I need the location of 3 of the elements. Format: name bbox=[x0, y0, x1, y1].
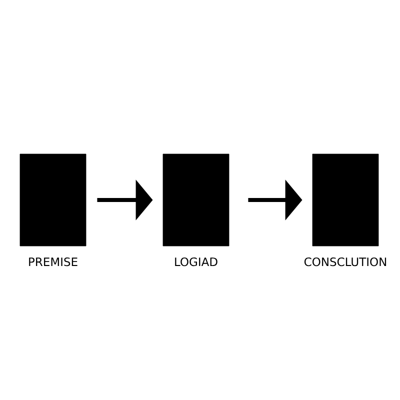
block-caption: CONSCLUTION bbox=[304, 257, 386, 266]
block-caption: LOGIAD bbox=[175, 257, 218, 266]
block-caption: PREMISE bbox=[29, 257, 78, 266]
